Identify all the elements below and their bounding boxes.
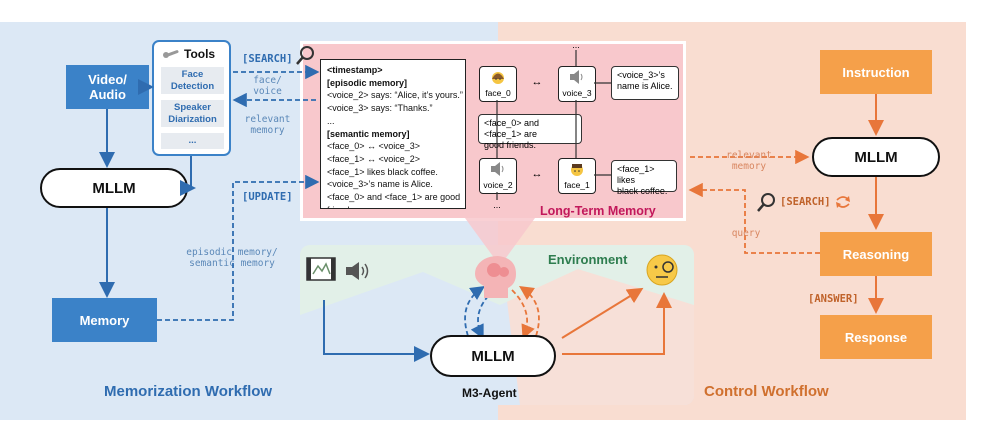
video-audio-box: Video/ Audio [66,65,149,109]
refresh-icon [836,196,850,208]
face-0-label: face_0 [485,88,511,98]
memory-document-line: <face_0> and <face_1> are good [327,192,461,203]
memory-document-line: <timestamp> [327,65,383,75]
memory-document-line: <voice_3>’s name is Alice. [327,179,433,190]
face-voice-label: face/ voice [253,75,282,97]
wrench-icon [163,50,179,58]
face-0-node: face_0 [479,66,517,102]
face-1-node: face_1 [558,158,596,194]
search-label-left: [SEARCH] [242,53,293,65]
agent-mllm: MLLM [430,335,556,377]
control-workflow-label: Control Workflow [704,383,829,400]
m3-agent-label: M3-Agent [462,386,517,400]
film-icon [306,257,336,281]
memory-document-line: [episodic memory] [327,77,408,88]
search-label-right: [SEARCH] [780,196,831,208]
memorization-workflow-label: Memorization Workflow [104,383,273,400]
memory-document-line: <face_1> likes black coffee. [327,166,438,177]
link-arrow: ↔ [531,76,543,88]
ellipsis-top: ... [572,40,580,50]
answer-label: [ANSWER] [808,293,859,305]
memory-document-lines: <timestamp> [episodic memory] <voice_2> sa… [327,64,463,208]
relevant-memory-label-right: relevant memory [726,150,772,172]
tools-box: Tools Face Detection Speaker Diarization… [152,40,231,156]
woman-face-icon [492,72,504,84]
monocle-face-icon [646,254,678,286]
response-box: Response [820,315,932,359]
query-label: query [731,228,761,239]
memory-document-line: <face_0> ↔ <voice_3> [327,141,421,152]
link-arrow: ↔ [531,168,543,180]
reasoning-box: Reasoning [820,232,932,276]
memory-document-line: ... [327,115,335,126]
tool-speaker-diarization: Speaker Diarization [161,100,224,127]
voice-2-label: voice_2 [483,180,513,190]
speaker-icon [346,262,369,280]
man-face-icon [571,164,583,176]
memory-document-line: [semantic memory] [327,128,410,139]
tools-title: Tools [184,47,216,61]
ellipsis-bottom: ... [493,200,501,210]
voice-3-node: voice_3 [558,66,596,102]
ltm-label: Long-Term Memory [540,204,656,218]
magnifier-icon [296,46,314,65]
tool-face-detection: Face Detection [161,67,224,94]
instruction-box: Instruction [820,50,932,94]
brain-head-icon [475,256,516,298]
memory-box: Memory [52,298,157,342]
speaker-icon [570,70,583,84]
memory-document-line: friends. [327,204,459,208]
speaker-icon [491,162,504,176]
note-coffee: <face_1> likes black coffee. [611,160,677,196]
voice-3-label: voice_3 [562,88,592,98]
control-mllm: MLLM [812,137,940,177]
memory-document-line: <face_1> ↔ <voice_2> [327,153,421,164]
note-friends: <face_0> and <face_1> are good friends. [478,114,582,150]
episodic-semantic-label: episodic memory/ semantic memory [186,247,278,269]
memory-document: <timestamp> [episodic memory] <voice_2> sa… [320,59,466,209]
ltm-connector [465,218,535,266]
note-alice: <voice_3>’s name is Alice. [611,66,679,100]
memory-graph-edges [496,50,611,200]
magnifier-icon [757,193,775,212]
tool-more: ... [161,133,224,149]
relevant-memory-label-left: relevant memory [244,114,291,136]
memory-document-line: <voice_2> says: “Alice, it’s yours.” [327,90,463,101]
update-label: [UPDATE] [242,191,293,203]
memory-document-line: <voice_3> says: “Thanks.” [327,103,433,114]
environment-label: Environment [548,252,628,267]
face-1-label: face_1 [564,180,590,190]
voice-2-node: voice_2 [479,158,517,194]
